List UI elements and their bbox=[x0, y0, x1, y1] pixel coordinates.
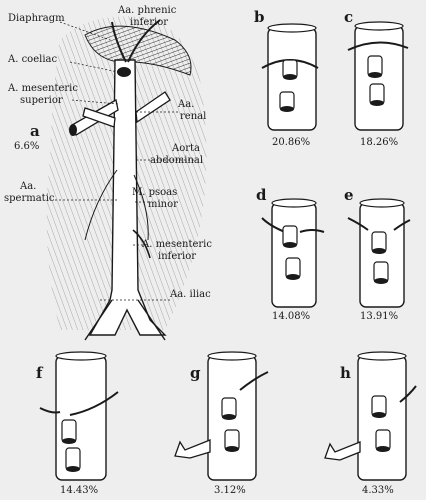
renal-artery-right bbox=[135, 91, 171, 124]
panel-d-letter: d bbox=[256, 186, 267, 204]
panel-b-letter: b bbox=[254, 8, 265, 26]
panel-a-drawing bbox=[46, 16, 207, 341]
leader-lines bbox=[55, 21, 195, 301]
panel-g-pct: 3.12% bbox=[214, 485, 246, 496]
panel-b-drawing bbox=[261, 23, 319, 131]
inf-mesenteric-artery bbox=[132, 229, 151, 259]
panel-e-letter: e bbox=[344, 186, 354, 204]
label-psoas-2: minor bbox=[148, 199, 178, 210]
label-aorta-2: abdominal bbox=[150, 155, 204, 166]
panel-a-letter: a bbox=[30, 122, 40, 140]
panel-c-drawing bbox=[347, 21, 409, 131]
panel-b-pct: 20.86% bbox=[272, 137, 311, 148]
iliac-arteries bbox=[84, 299, 166, 341]
renal-artery-left bbox=[82, 107, 116, 128]
panel-d-drawing bbox=[261, 198, 325, 308]
label-sperm-2: spermatic bbox=[4, 193, 55, 204]
label-renal-2: renal bbox=[180, 111, 207, 122]
panel-f-drawing bbox=[39, 351, 119, 481]
panel-e-pct: 13.91% bbox=[360, 311, 399, 322]
coeliac-stump bbox=[117, 67, 131, 77]
panel-d-pct: 14.08% bbox=[272, 311, 311, 322]
label-aorta-1: Aorta bbox=[172, 143, 201, 154]
panel-h-pct: 4.33% bbox=[362, 485, 394, 496]
panel-h-drawing bbox=[324, 351, 417, 481]
label-mes-inf-1: A. mesenteric bbox=[142, 239, 212, 250]
label-coeliac: A. coeliac bbox=[8, 54, 58, 65]
phrenic-artery bbox=[111, 19, 161, 63]
panel-f-pct: 14.43% bbox=[60, 485, 99, 496]
panel-g-drawing bbox=[174, 351, 269, 481]
panel-a-pct: 6.6% bbox=[14, 141, 40, 152]
panel-c-pct: 18.26% bbox=[360, 137, 399, 148]
spermatic-arteries bbox=[84, 169, 149, 241]
label-psoas-1: M. psoas bbox=[132, 187, 178, 198]
label-mes-sup-2: superior bbox=[20, 95, 63, 106]
aorta-trunk bbox=[88, 59, 167, 336]
panel-h-letter: h bbox=[340, 364, 351, 382]
diaphragm-shape bbox=[84, 25, 192, 76]
panel-f-letter: f bbox=[36, 364, 43, 382]
label-phrenic: Aa. phrenic bbox=[118, 5, 177, 16]
label-renal-1: Aa. bbox=[178, 99, 195, 110]
label-sperm-1: Aa. bbox=[20, 181, 37, 192]
label-mes-sup-1: A. mesenteric bbox=[8, 83, 78, 94]
label-mes-inf-2: inferior bbox=[158, 251, 197, 262]
panel-g-letter: g bbox=[190, 364, 201, 382]
panel-e-drawing bbox=[347, 198, 411, 308]
label-phrenic-inferior: inferior bbox=[130, 17, 169, 28]
panel-c-letter: c bbox=[344, 8, 354, 26]
label-iliac: Aa. iliac bbox=[170, 289, 211, 300]
label-diaphragm: Diaphragm bbox=[8, 13, 65, 24]
